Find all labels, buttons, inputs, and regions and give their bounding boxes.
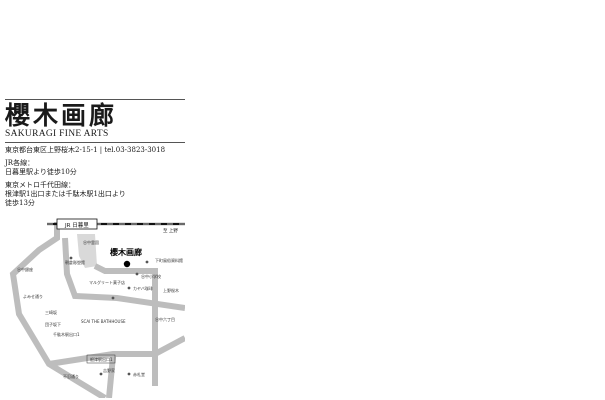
yanaka-ginza-label: 谷中銀座 xyxy=(17,266,33,272)
landmark-dot xyxy=(69,256,73,260)
gallery-name-en: SAKURAGI FINE ARTS xyxy=(5,129,109,139)
landmark-dot xyxy=(135,272,139,276)
shitamachi-label: 下町風俗資料館 xyxy=(155,257,183,263)
landmark-dot xyxy=(127,372,131,376)
gallery-map-label: 櫻木画廊 xyxy=(109,247,142,257)
yoshinoya-label: 吉野家 xyxy=(103,367,115,373)
jr-station-label: JR 日暮里 xyxy=(64,221,89,229)
dango-label: 団子坂下 xyxy=(45,321,61,327)
aikyo-label: 赤札堂 xyxy=(133,371,145,377)
jr-heading: JR各線： xyxy=(5,159,35,167)
uenosakuragi-label: 上野桜木 xyxy=(163,287,179,293)
jr-station-box xyxy=(56,218,98,230)
margaret-label: マルグリート菓子店 xyxy=(89,279,125,285)
sansaki-label: 三崎坂 xyxy=(45,309,57,315)
metro-walk: 徒歩13分 xyxy=(5,199,35,207)
access-map: JR 日暮里 至 上野 櫻木画廊 谷中霊園 谷中銀座 朝倉彫塑館 下町風俗資料館… xyxy=(9,218,185,398)
road-north xyxy=(93,263,158,326)
bathhouse-label: SCAI THE BATHHOUSE xyxy=(81,319,126,324)
yanaka6-label: 谷中六丁目 xyxy=(155,316,175,322)
to-ueno-label: 至 上野 xyxy=(163,227,178,234)
asakura-label: 朝倉彫塑館 xyxy=(65,259,85,265)
landmark-dot xyxy=(145,260,149,264)
nezu-exit-box xyxy=(86,354,116,364)
address-line: 東京都台東区上野桜木2-15-1 | tel.03-3823-3018 xyxy=(5,146,166,154)
jr-detail: 日暮里駅より徒歩10分 xyxy=(5,168,77,176)
metro-heading: 東京メトロ千代田線： xyxy=(5,181,75,189)
landmark-dot xyxy=(99,372,103,376)
metro-detail: 根津駅1出口または千駄木駅1出口より xyxy=(5,190,126,198)
cemetery-label: 谷中霊園 xyxy=(83,239,99,245)
landmark-dot xyxy=(111,296,115,300)
kayaba-label: カヤバ珈琲 xyxy=(133,285,153,291)
road-sansaki xyxy=(62,237,185,311)
nezu-label: 根津駅出口1 xyxy=(90,356,113,362)
road-south xyxy=(106,355,116,398)
landmark-dot xyxy=(127,286,131,290)
cemetery-area xyxy=(77,234,97,268)
yomise-label: よみせ通り xyxy=(23,293,43,299)
road-shinobazu xyxy=(48,335,185,367)
gallery-name-jp: 櫻木画廊 xyxy=(5,101,118,130)
gallery-marker xyxy=(123,260,131,268)
shinobazu-label: 不忍通り xyxy=(63,373,79,379)
sendagi-label: 千駄木駅出口1 xyxy=(53,331,80,337)
title-rule xyxy=(5,142,185,143)
top-rule xyxy=(5,99,185,100)
yanaka-school-label: 谷中小学校 xyxy=(141,273,161,279)
